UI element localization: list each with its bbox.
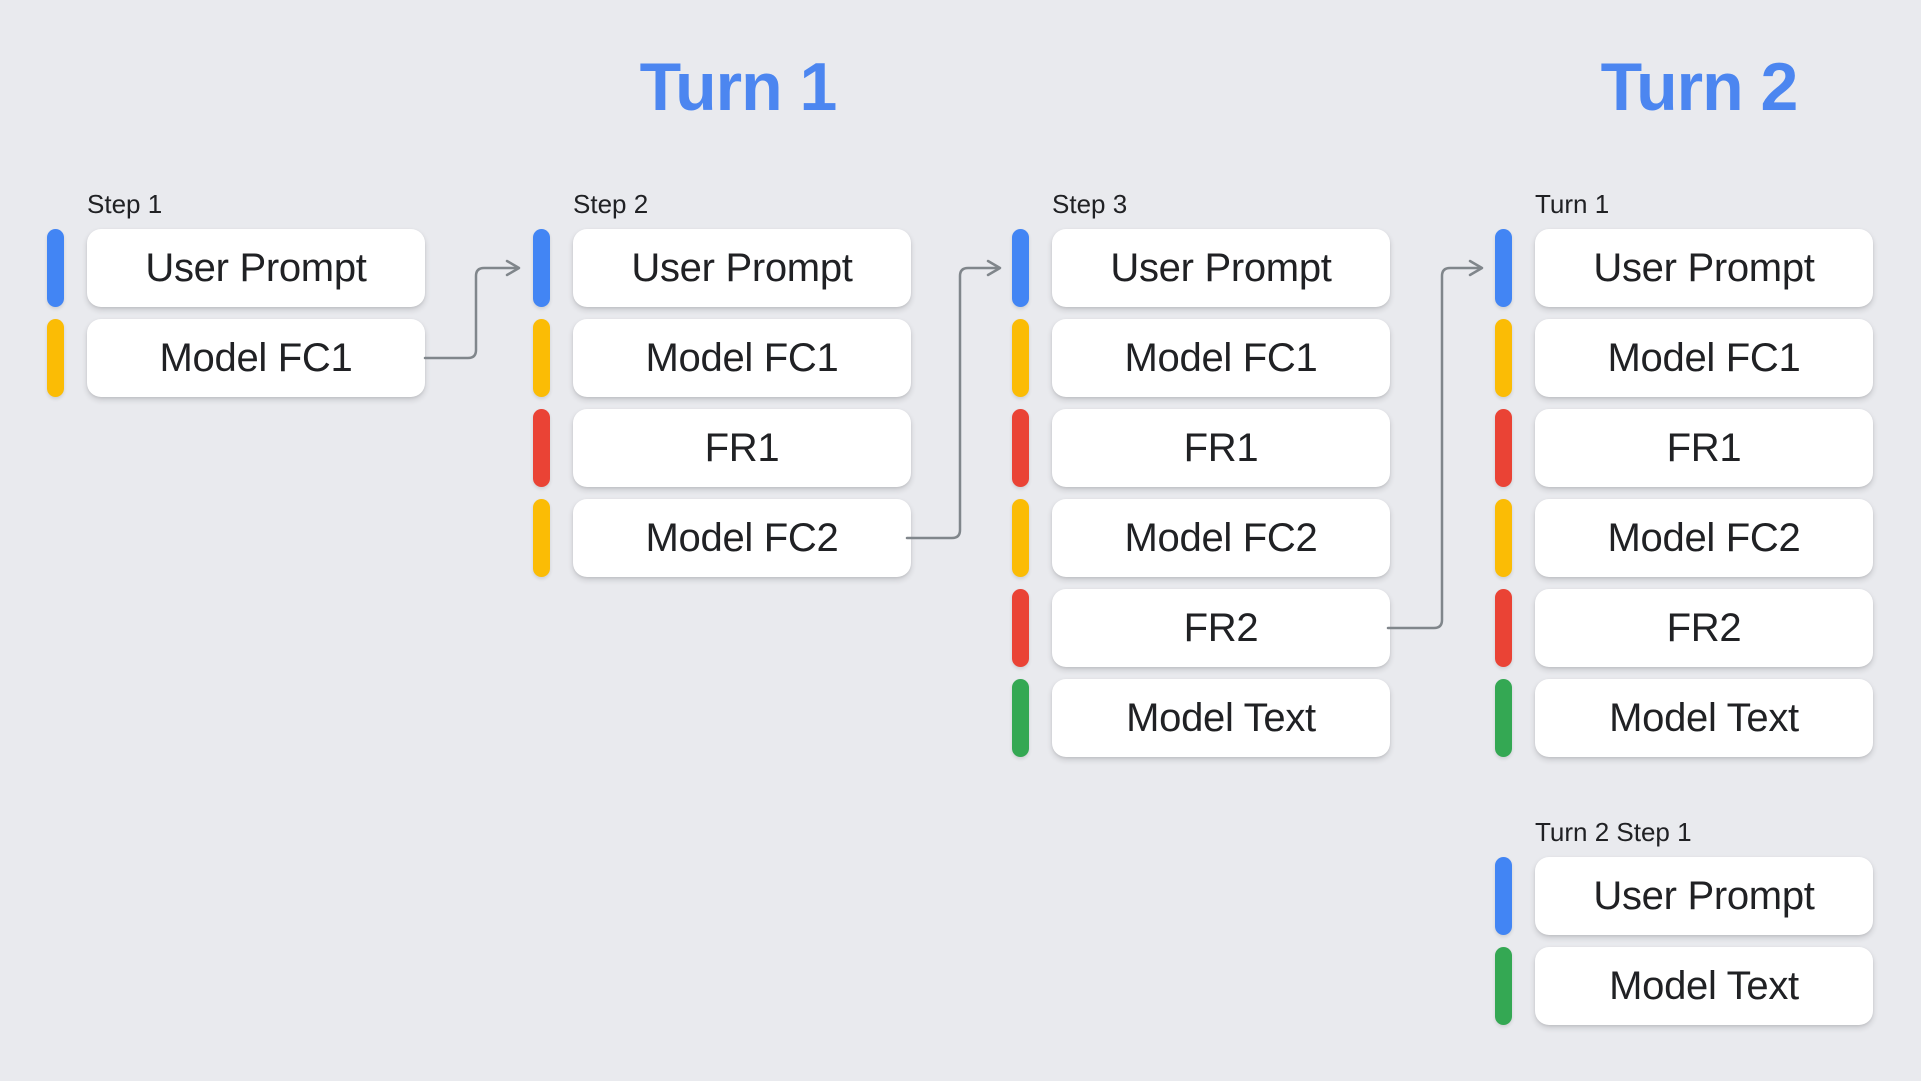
diagram-row: Model FC2 bbox=[1012, 499, 1390, 577]
diagram-row: FR1 bbox=[1012, 409, 1390, 487]
diagram-row: Model Text bbox=[1012, 679, 1390, 757]
diagram-row: FR2 bbox=[1495, 589, 1873, 667]
model-text-bar bbox=[1012, 679, 1029, 757]
function-response-bar bbox=[533, 409, 550, 487]
column-step-2: Step 2 User Prompt Model FC1 FR1 Model F… bbox=[533, 190, 911, 589]
model-text-card: Model Text bbox=[1535, 947, 1873, 1025]
column-label: Step 2 bbox=[573, 189, 649, 219]
model-fc-bar bbox=[1012, 499, 1029, 577]
model-fc-card: Model FC1 bbox=[1052, 319, 1390, 397]
model-text-bar bbox=[1495, 947, 1512, 1025]
function-response-card: FR1 bbox=[1052, 409, 1390, 487]
column-step-3: Step 3 User Prompt Model FC1 FR1 Model F… bbox=[1012, 190, 1390, 769]
model-fc-bar bbox=[1012, 319, 1029, 397]
function-response-bar bbox=[1012, 589, 1029, 667]
diagram-row: User Prompt bbox=[533, 229, 911, 307]
arrow-step1-to-step2 bbox=[423, 266, 520, 360]
model-fc-card: Model FC2 bbox=[573, 499, 911, 577]
model-fc-bar bbox=[533, 499, 550, 577]
diagram-row: FR2 bbox=[1012, 589, 1390, 667]
arrowhead-step3-to-turn1 bbox=[1468, 259, 1484, 277]
column-label: Turn 2 Step 1 bbox=[1535, 817, 1692, 847]
diagram-row: User Prompt bbox=[1495, 857, 1873, 935]
model-fc-card: Model FC1 bbox=[1535, 319, 1873, 397]
arrowhead-step2-to-step3 bbox=[986, 259, 1002, 277]
model-fc-bar bbox=[1495, 499, 1512, 577]
model-fc-card: Model FC1 bbox=[573, 319, 911, 397]
user-prompt-card: User Prompt bbox=[87, 229, 425, 307]
user-prompt-card: User Prompt bbox=[1535, 857, 1873, 935]
function-response-card: FR1 bbox=[1535, 409, 1873, 487]
user-prompt-bar bbox=[1012, 229, 1029, 307]
model-text-card: Model Text bbox=[1052, 679, 1390, 757]
diagram-row: Model FC2 bbox=[533, 499, 911, 577]
function-response-bar bbox=[1495, 409, 1512, 487]
user-prompt-bar bbox=[533, 229, 550, 307]
user-prompt-card: User Prompt bbox=[1535, 229, 1873, 307]
column-label: Turn 1 bbox=[1535, 189, 1610, 219]
model-text-card: Model Text bbox=[1535, 679, 1873, 757]
function-response-card: FR1 bbox=[573, 409, 911, 487]
diagram-row: Model FC1 bbox=[1012, 319, 1390, 397]
diagram-row: Model FC2 bbox=[1495, 499, 1873, 577]
arrow-step2-to-step3 bbox=[905, 266, 1001, 540]
user-prompt-bar bbox=[1495, 229, 1512, 307]
model-fc-bar bbox=[1495, 319, 1512, 397]
model-fc-card: Model FC2 bbox=[1535, 499, 1873, 577]
model-fc-card: Model FC2 bbox=[1052, 499, 1390, 577]
model-fc-bar bbox=[47, 319, 64, 397]
diagram-row: FR1 bbox=[1495, 409, 1873, 487]
column-turn-2-step-1: Turn 2 Step 1 User Prompt Model Text bbox=[1495, 818, 1873, 1037]
function-response-bar bbox=[1012, 409, 1029, 487]
user-prompt-card: User Prompt bbox=[573, 229, 911, 307]
function-response-bar bbox=[1495, 589, 1512, 667]
user-prompt-bar bbox=[47, 229, 64, 307]
diagram-row: Model FC1 bbox=[47, 319, 425, 397]
turn-1-header: Turn 1 bbox=[639, 49, 838, 125]
function-response-card: FR2 bbox=[1535, 589, 1873, 667]
diagram-row: User Prompt bbox=[1495, 229, 1873, 307]
diagram-row: Model FC1 bbox=[533, 319, 911, 397]
model-fc-bar bbox=[533, 319, 550, 397]
column-turn-1-context: Turn 1 User Prompt Model FC1 FR1 Model F… bbox=[1495, 190, 1873, 769]
column-label: Step 3 bbox=[1052, 189, 1128, 219]
diagram-row: Model Text bbox=[1495, 947, 1873, 1025]
diagram-row: Model FC1 bbox=[1495, 319, 1873, 397]
column-step-1: Step 1 User Prompt Model FC1 bbox=[47, 190, 425, 409]
function-response-card: FR2 bbox=[1052, 589, 1390, 667]
user-prompt-bar bbox=[1495, 857, 1512, 935]
diagram-row: FR1 bbox=[533, 409, 911, 487]
diagram-row: User Prompt bbox=[1012, 229, 1390, 307]
column-label: Step 1 bbox=[87, 189, 163, 219]
arrow-step3-to-turn1 bbox=[1386, 266, 1483, 630]
model-text-bar bbox=[1495, 679, 1512, 757]
turn-2-header: Turn 2 bbox=[1600, 49, 1799, 125]
diagram-row: Model Text bbox=[1495, 679, 1873, 757]
diagram-row: User Prompt bbox=[47, 229, 425, 307]
model-fc-card: Model FC1 bbox=[87, 319, 425, 397]
arrowhead-step1-to-step2 bbox=[505, 259, 521, 277]
user-prompt-card: User Prompt bbox=[1052, 229, 1390, 307]
